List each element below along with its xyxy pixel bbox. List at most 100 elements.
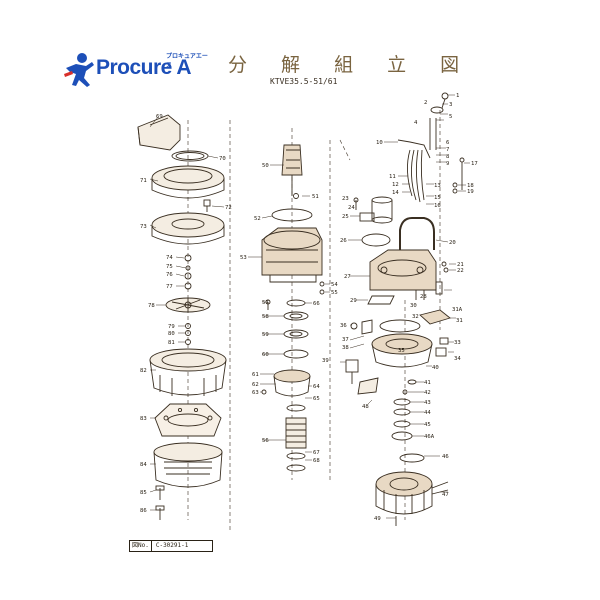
part-number: 73 bbox=[140, 224, 147, 230]
brand-logo: プロキュアエース Procure A bbox=[62, 50, 212, 90]
part-number: 16 bbox=[434, 203, 441, 209]
drawing-code: 図No.C-30291-1 bbox=[129, 540, 213, 552]
part-number: 61 bbox=[252, 372, 259, 378]
part-number: 77 bbox=[166, 284, 173, 290]
part-number: 44 bbox=[424, 410, 431, 416]
part-number: 62 bbox=[252, 382, 259, 388]
part-50-rotor bbox=[281, 144, 303, 196]
part-number: 52 bbox=[254, 216, 261, 222]
part-number: 46A bbox=[424, 434, 435, 440]
part-number: 58 bbox=[262, 314, 269, 320]
part-number: 75 bbox=[166, 264, 173, 270]
part-40-bearing-cover bbox=[371, 333, 433, 368]
part-number: 72 bbox=[225, 205, 232, 211]
model-number: KTVE35.5-51/61 bbox=[270, 77, 338, 86]
part-number: 18 bbox=[467, 183, 474, 189]
part-number: 85 bbox=[140, 490, 147, 496]
part-number: 40 bbox=[432, 365, 439, 371]
part-number: 31A bbox=[452, 307, 463, 313]
part-number: 78 bbox=[148, 303, 155, 309]
part-number: 15 bbox=[434, 195, 441, 201]
part-number: 82 bbox=[140, 368, 147, 374]
part-number: 70 bbox=[219, 156, 226, 162]
part-number: 65 bbox=[313, 396, 320, 402]
part-number: 43 bbox=[424, 400, 431, 406]
brand-name: Procure A bbox=[96, 56, 192, 79]
part-number: 37 bbox=[342, 337, 349, 343]
part-number: 1 bbox=[456, 93, 459, 99]
part-78-impeller bbox=[165, 297, 211, 313]
part-number: 84 bbox=[140, 462, 147, 468]
page-title: 分 解 組 立 図 bbox=[228, 54, 474, 76]
part-number: 14 bbox=[392, 190, 399, 196]
part-number: 6 bbox=[446, 140, 449, 146]
part-number: 39 bbox=[322, 358, 329, 364]
drawing-code-label: 図No. bbox=[129, 540, 152, 552]
part-61-housing bbox=[273, 369, 311, 397]
part-number: 23 bbox=[342, 196, 349, 202]
part-number: 29 bbox=[350, 298, 357, 304]
part-number: 2 bbox=[424, 100, 427, 106]
part-number: 74 bbox=[166, 255, 173, 261]
part-53-frame bbox=[261, 227, 323, 283]
part-number: 60 bbox=[262, 352, 269, 358]
part-number: 81 bbox=[168, 340, 175, 346]
part-number: 5 bbox=[449, 114, 452, 120]
part-number: 46 bbox=[442, 454, 449, 460]
part-71-flange bbox=[151, 165, 225, 199]
part-number: 69 bbox=[156, 114, 163, 120]
part-82-casing bbox=[149, 348, 227, 396]
part-number-labels: 1 2 3 4 5 6 7 8 9 10 11 12 13 14 15 16 1… bbox=[140, 93, 478, 522]
part-number: 38 bbox=[342, 345, 349, 351]
part-number: 12 bbox=[392, 182, 399, 188]
part-number: 42 bbox=[424, 390, 431, 396]
part-number: 79 bbox=[168, 324, 175, 330]
part-number: 11 bbox=[389, 174, 396, 180]
part-number: 66 bbox=[313, 301, 320, 307]
part-73-plate bbox=[151, 212, 225, 245]
part-number: 30 bbox=[410, 303, 417, 309]
part-number: 32 bbox=[412, 314, 419, 320]
part-number: 57 bbox=[262, 300, 269, 306]
part-number: 35 bbox=[398, 348, 405, 354]
part-number: 9 bbox=[446, 161, 449, 167]
brand-kana: プロキュアエース bbox=[166, 53, 208, 69]
part-31-block bbox=[419, 309, 451, 325]
part-84-stand bbox=[153, 442, 223, 488]
part-number: 28 bbox=[420, 294, 427, 300]
part-20-handle bbox=[399, 217, 435, 250]
part-number: 80 bbox=[168, 331, 175, 337]
part-number: 33 bbox=[454, 340, 461, 346]
part-number: 67 bbox=[313, 450, 320, 456]
part-number: 64 bbox=[313, 384, 320, 390]
part-number: 31 bbox=[456, 318, 463, 324]
part-number: 51 bbox=[312, 194, 319, 200]
part-number: 25 bbox=[342, 214, 349, 220]
part-number: 20 bbox=[449, 240, 456, 246]
part-number: 17 bbox=[471, 161, 478, 167]
part-number: 59 bbox=[262, 332, 269, 338]
part-number: 83 bbox=[140, 416, 147, 422]
part-number: 10 bbox=[376, 140, 383, 146]
part-number: 41 bbox=[424, 380, 431, 386]
part-number: 13 bbox=[434, 183, 441, 189]
drawing-code-value: C-30291-1 bbox=[151, 540, 213, 552]
part-number: 21 bbox=[457, 262, 464, 268]
part-number: 68 bbox=[313, 458, 320, 464]
part-number: 55 bbox=[331, 290, 338, 296]
part-number: 26 bbox=[340, 238, 347, 244]
part-number: 71 bbox=[140, 178, 147, 184]
part-number: 19 bbox=[467, 189, 474, 195]
running-figure-icon bbox=[64, 53, 94, 87]
part-69-lid bbox=[137, 114, 181, 151]
part-number: 49 bbox=[374, 516, 381, 522]
part-number: 53 bbox=[240, 255, 247, 261]
part-47-stator bbox=[375, 471, 449, 515]
part-number: 4 bbox=[414, 120, 418, 126]
part-27-motor-cover bbox=[369, 249, 437, 291]
part-number: 24 bbox=[348, 205, 355, 211]
part-number: 3 bbox=[449, 102, 452, 108]
part-number: 36 bbox=[340, 323, 347, 329]
part-83-strainer bbox=[154, 403, 222, 437]
